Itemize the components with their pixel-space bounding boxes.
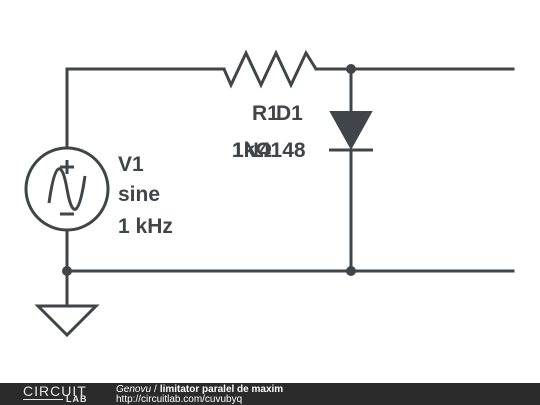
wire-top-left	[65, 67, 226, 150]
r1-label: R1	[252, 102, 279, 125]
voltage-source-v1	[24, 146, 110, 232]
author-link[interactable]: Genovu	[116, 384, 152, 395]
junction-dot-bottom-right	[346, 266, 356, 276]
r1-value: 1kΩ	[232, 139, 272, 162]
d1-part: 1N4148	[232, 139, 306, 162]
logo-line	[23, 399, 63, 400]
junction-dot-top	[346, 64, 356, 74]
footer-bar: CIRCUIT LAB Genovu/limitator paralel de …	[0, 383, 540, 405]
source-circle	[24, 146, 110, 232]
ground-icon	[34, 304, 100, 338]
sine-wave-icon	[47, 167, 87, 211]
separator: /	[154, 384, 157, 395]
diode-triangle	[329, 111, 373, 151]
v1-type: sine	[118, 183, 160, 206]
circuitlab-logo-text: CIRCUIT	[23, 383, 87, 399]
circuit-schematic: R1 D1 1kΩ 1N4148 V1 sine 1 kHz	[24, 49, 515, 338]
v1-freq: 1 kHz	[118, 215, 173, 238]
resistor-r1	[222, 49, 318, 89]
d1-label: D1	[276, 102, 303, 125]
circuitlab-logo-sub: LAB	[66, 394, 88, 404]
circuit-title: limitator paralel de maxim	[159, 384, 284, 395]
junction-dot-bottom-left	[62, 266, 72, 276]
circuit-url[interactable]: http://circuitlab.com/cuvubyq	[116, 394, 243, 405]
v1-label: V1	[118, 153, 144, 176]
footer-title-line: Genovu/limitator paralel de maxim	[116, 384, 283, 395]
diode-d1	[329, 111, 373, 152]
